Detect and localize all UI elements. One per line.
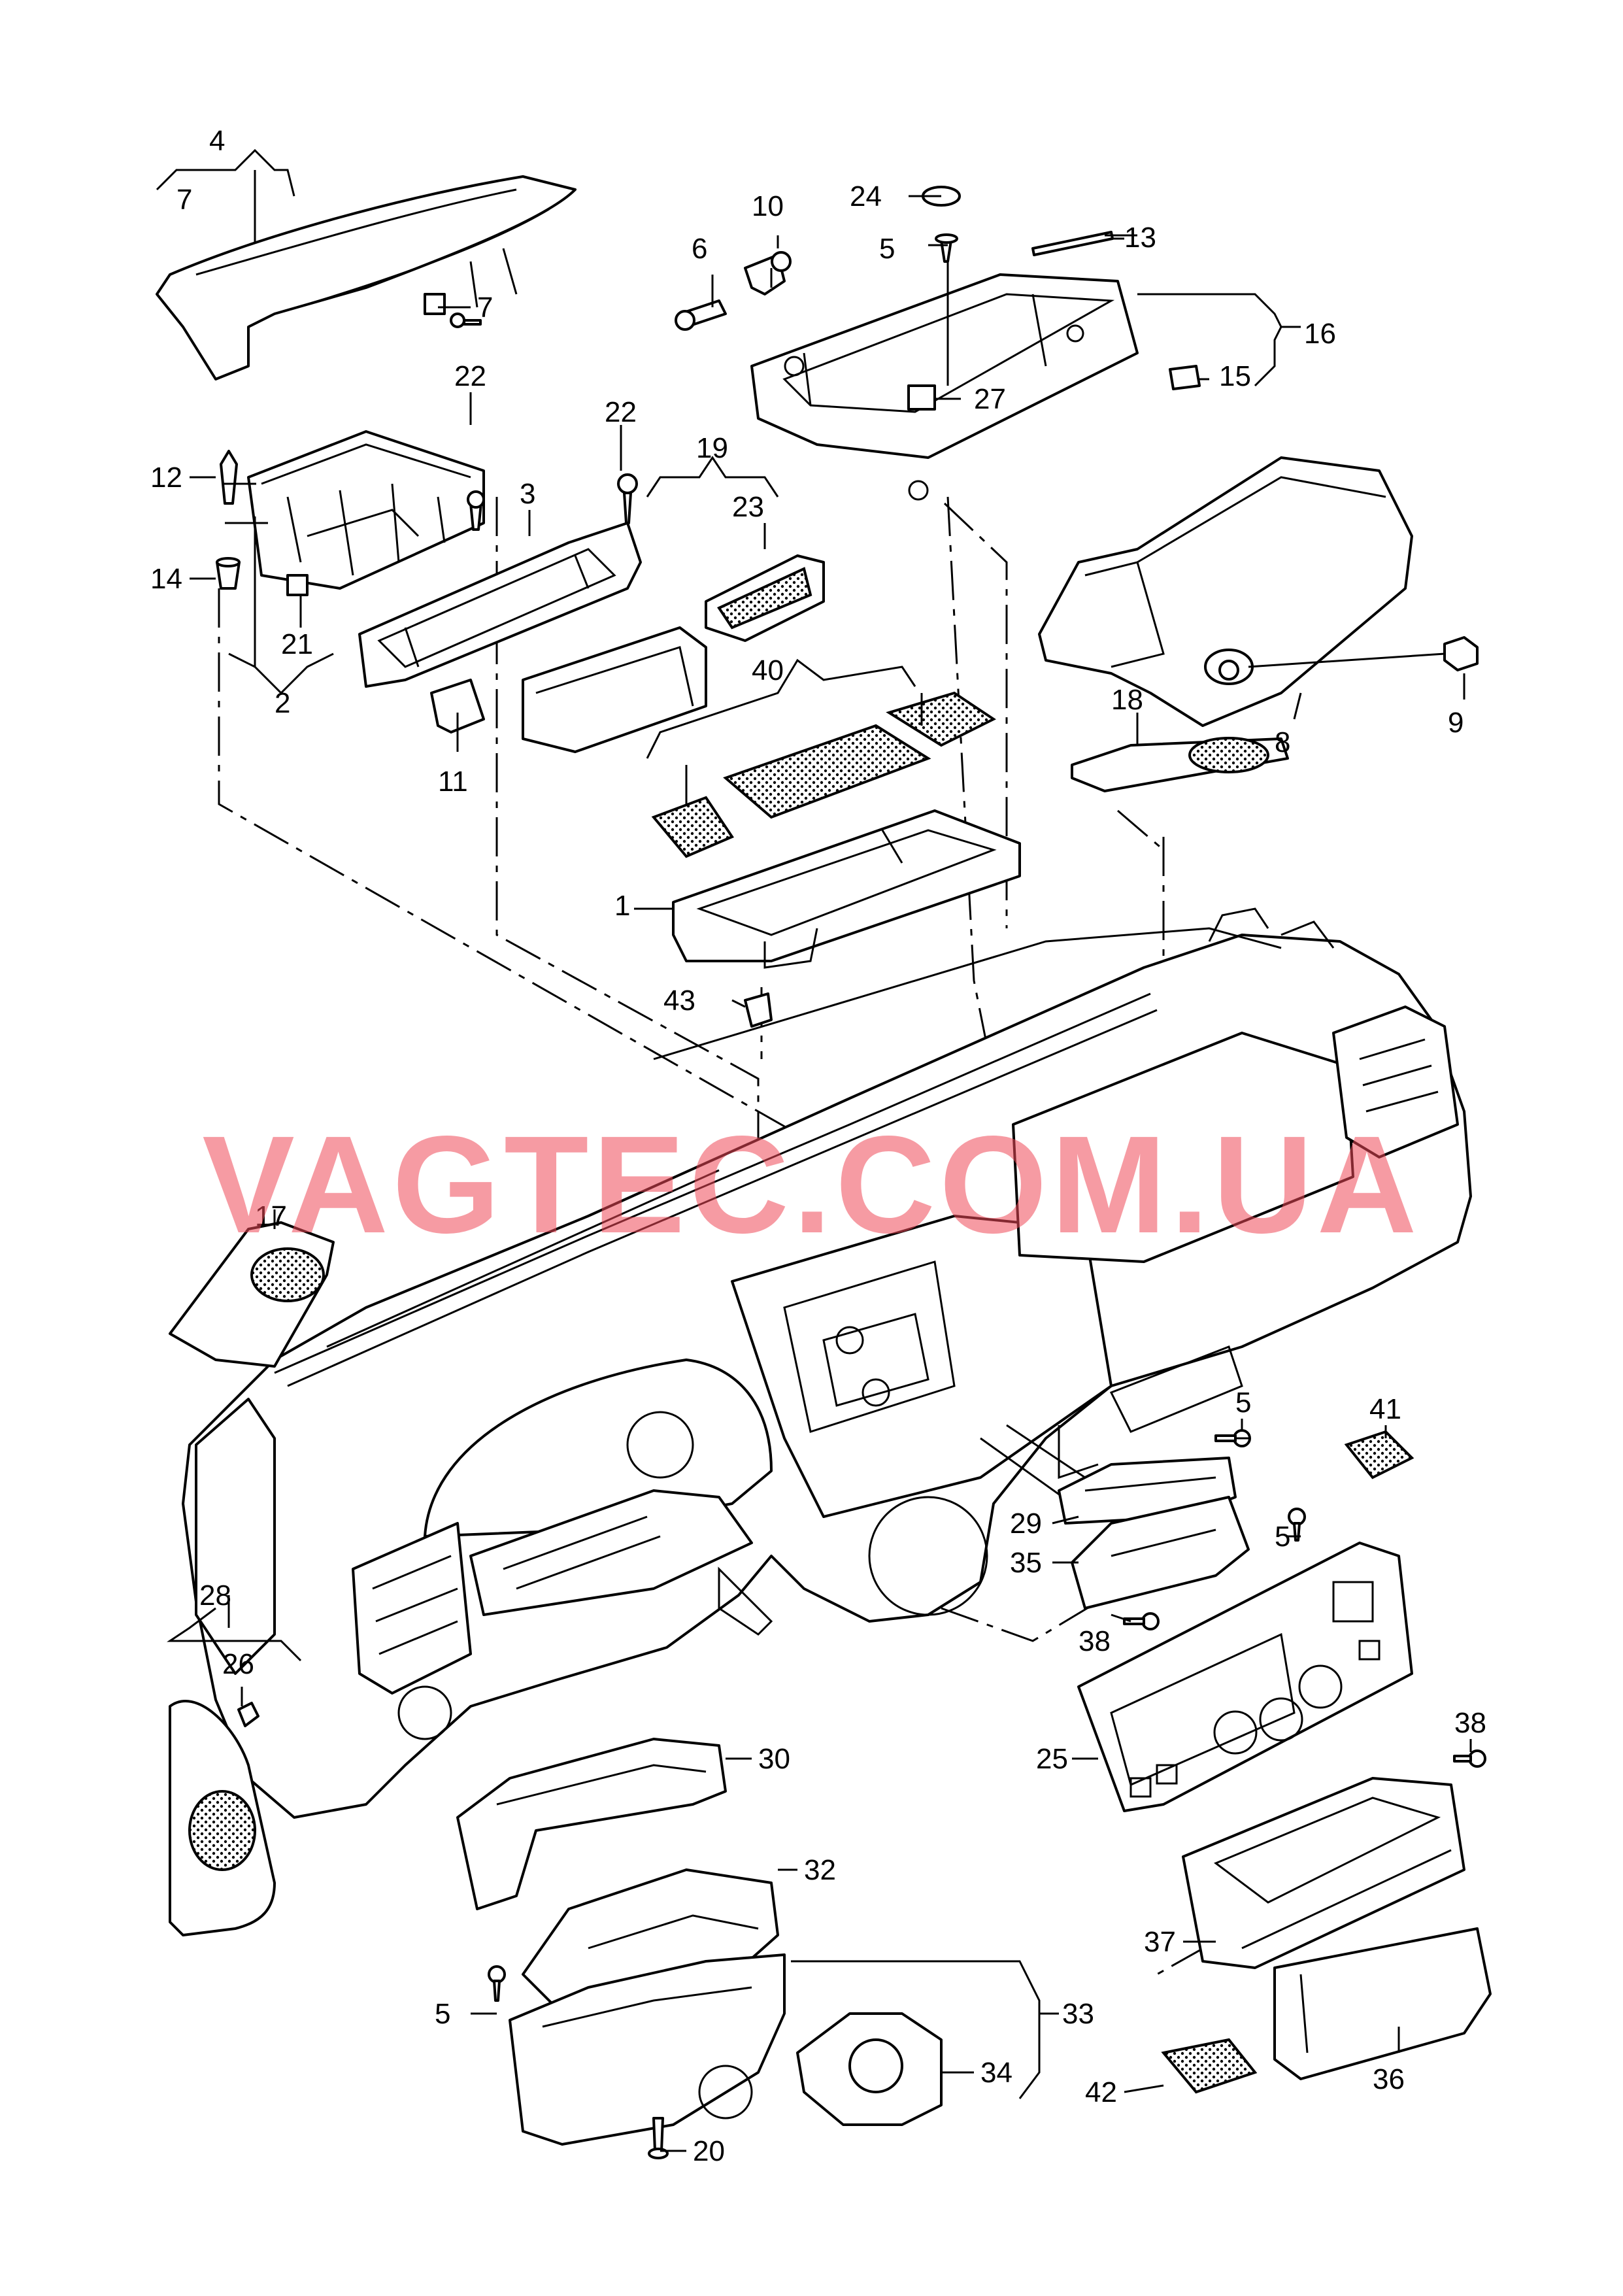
callout-40: 40: [752, 654, 784, 686]
callout-38a: 38: [1079, 1625, 1111, 1657]
part-1-storage: [651, 691, 1021, 1028]
callout-7a: 7: [176, 184, 192, 216]
part-35-module: [1071, 1496, 1250, 1610]
callout-42: 42: [1085, 2076, 1117, 2108]
callout-37: 37: [1144, 1926, 1176, 1958]
callout-29: 29: [1010, 1508, 1042, 1540]
part-41-mat: [1344, 1430, 1414, 1479]
callout-5c: 5: [1275, 1521, 1290, 1553]
part-11-clip: [430, 679, 485, 734]
part-16-glovebox-frame: [675, 186, 1201, 501]
callout-22b: 22: [605, 396, 637, 428]
part-19-tray: [522, 554, 825, 753]
callout-27: 27: [974, 383, 1006, 415]
callout-21: 21: [281, 628, 313, 660]
part-17-end-cap: [169, 1221, 335, 1368]
callout-36: 36: [1373, 2063, 1405, 2095]
callout-13: 13: [1124, 222, 1156, 254]
callout-23: 23: [732, 491, 764, 523]
callout-8: 8: [1275, 726, 1290, 758]
part-30-shroud: [456, 1738, 727, 1910]
part-36-box: [1273, 1927, 1492, 2080]
callout-17: 17: [255, 1200, 287, 1232]
callout-9: 9: [1448, 707, 1464, 739]
callout-32: 32: [804, 1854, 836, 1886]
callout-24: 24: [850, 180, 882, 212]
part-18-grille: [1071, 737, 1289, 792]
leader-lines: [156, 148, 1472, 2152]
callout-12: 12: [150, 462, 182, 494]
callout-30: 30: [758, 1743, 790, 1775]
callout-34: 34: [980, 2057, 1012, 2089]
callout-14: 14: [150, 563, 182, 595]
part-8-glovebox-lid: [1038, 456, 1479, 727]
callout-18: 18: [1111, 684, 1143, 716]
callout-1: 1: [614, 890, 630, 922]
part-42-mat: [1161, 2038, 1258, 2094]
callout-41: 41: [1369, 1393, 1401, 1425]
callout-4: 4: [209, 125, 225, 157]
callout-35: 35: [1010, 1547, 1042, 1579]
callout-3: 3: [520, 478, 535, 510]
part-34-ring: [796, 2012, 943, 2126]
callout-5a: 5: [879, 233, 895, 265]
callout-labels: 1234555567789101112131415161718192021222…: [150, 125, 1486, 2167]
callout-15: 15: [1219, 360, 1251, 392]
callout-16: 16: [1304, 318, 1336, 350]
callout-43: 43: [663, 985, 695, 1017]
part-3-frame: [358, 473, 642, 688]
callout-19: 19: [696, 432, 728, 464]
callout-28: 28: [199, 1579, 231, 1612]
callout-2: 2: [275, 687, 290, 719]
callout-7b: 7: [477, 292, 493, 324]
callout-33: 33: [1062, 1998, 1094, 2030]
part-4-top-cover: [156, 175, 577, 380]
part-33-lower-shroud: [509, 1953, 786, 2146]
callout-10: 10: [752, 190, 784, 222]
part-37-lower-fascia: [1182, 1777, 1465, 1969]
callout-5d: 5: [435, 1998, 450, 2030]
callout-11: 11: [438, 766, 468, 798]
callout-38b: 38: [1454, 1707, 1486, 1739]
dashboard-body: [182, 907, 1472, 1819]
callout-20: 20: [693, 2135, 725, 2167]
callout-5b: 5: [1235, 1387, 1251, 1419]
callout-26: 26: [222, 1648, 254, 1680]
part-2-bracket: [216, 430, 485, 596]
small-screws: [450, 312, 1486, 2002]
callout-25: 25: [1036, 1743, 1068, 1775]
part-28-side-panel: [169, 1700, 276, 1936]
callout-6: 6: [692, 233, 707, 265]
part-25-fascia: [1077, 1542, 1413, 1812]
callout-22a: 22: [454, 360, 486, 392]
watermark: VAGTEC.COM.UA: [202, 1107, 1421, 1262]
